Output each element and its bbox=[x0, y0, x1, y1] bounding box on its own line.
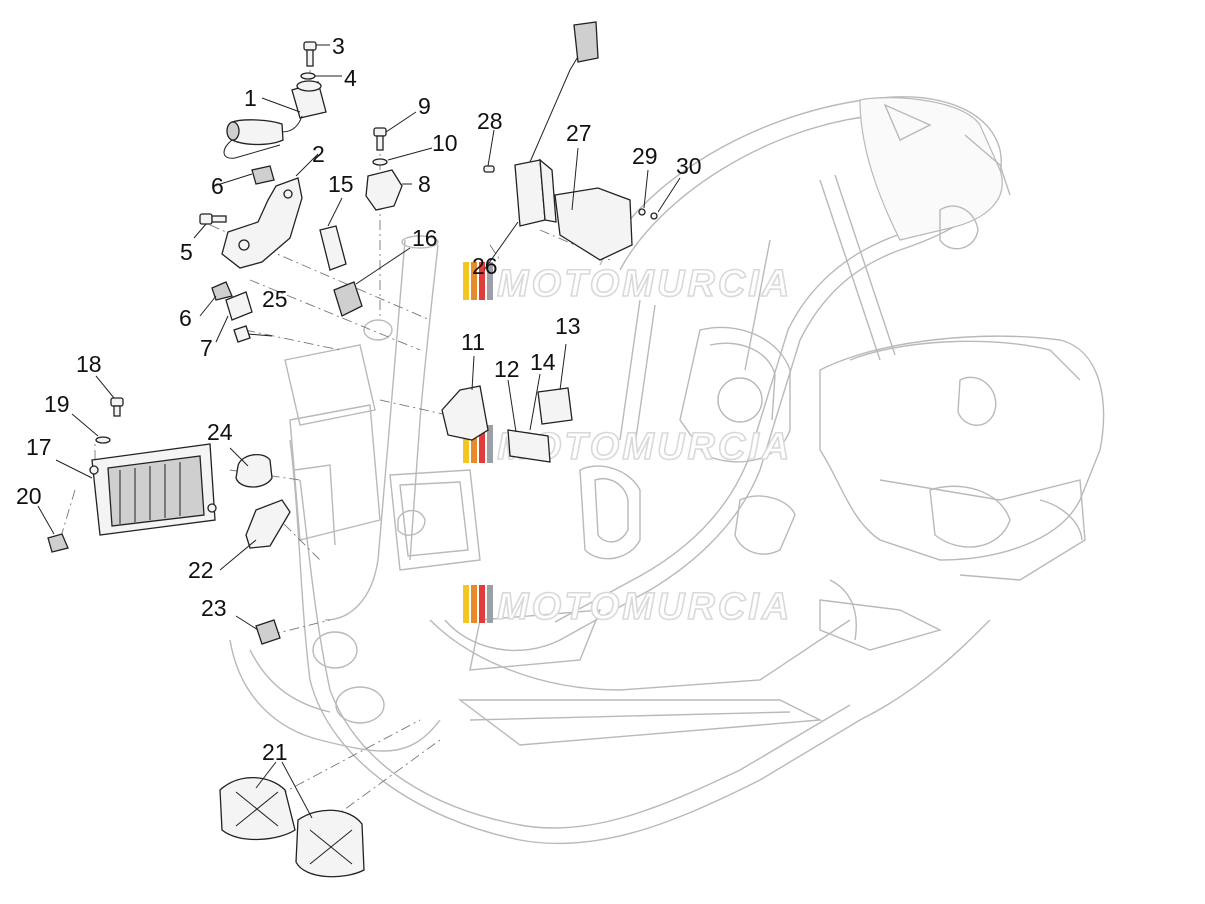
part-20-plug bbox=[47, 533, 69, 553]
callout-labels: 1 2 3 4 5 6 6 7 8 9 10 11 12 13 14 15 16… bbox=[16, 33, 702, 765]
callout-14: 14 bbox=[530, 349, 556, 375]
callout-30: 30 bbox=[676, 153, 702, 179]
part-11-bracket bbox=[441, 385, 489, 441]
part-10-washer bbox=[372, 158, 388, 166]
callout-2: 2 bbox=[312, 141, 325, 167]
callout-7: 7 bbox=[200, 335, 213, 361]
part-5-screw bbox=[199, 213, 227, 225]
part-17-control-unit bbox=[89, 443, 217, 536]
part-30-washer bbox=[650, 212, 658, 220]
callout-22: 22 bbox=[188, 557, 214, 583]
scooter-frame bbox=[229, 96, 1105, 845]
callout-1: 1 bbox=[244, 85, 257, 111]
callout-17: 17 bbox=[26, 434, 52, 460]
part-21-mat-right bbox=[295, 809, 365, 878]
callout-6-lower: 6 bbox=[179, 305, 192, 331]
part-7-clamp bbox=[225, 291, 253, 321]
callout-9: 9 bbox=[418, 93, 431, 119]
part-3-screw bbox=[303, 41, 317, 67]
part-22-plate bbox=[245, 499, 291, 549]
part-13-relay bbox=[537, 387, 573, 425]
callout-29: 29 bbox=[632, 143, 658, 169]
part-21-mat-left bbox=[219, 777, 296, 841]
callout-24: 24 bbox=[207, 419, 233, 445]
part-15-fuse-clip bbox=[319, 225, 347, 271]
part-27-plate bbox=[554, 187, 633, 261]
callout-4: 4 bbox=[344, 65, 357, 91]
part-26-relay bbox=[514, 21, 599, 227]
callout-15: 15 bbox=[328, 171, 354, 197]
part-29-nut bbox=[638, 208, 646, 216]
callout-19: 19 bbox=[44, 391, 70, 417]
callout-18: 18 bbox=[76, 351, 102, 377]
callout-11: 11 bbox=[461, 329, 485, 355]
watermark-bottom: MOTOMURCIA bbox=[463, 585, 792, 629]
leader-lines bbox=[37, 44, 681, 819]
part-6-clip-lower bbox=[211, 281, 233, 301]
part-4-washer bbox=[300, 72, 316, 80]
callout-3: 3 bbox=[332, 33, 345, 59]
part-9-screw bbox=[373, 127, 387, 151]
part-12-relay-base bbox=[507, 429, 551, 463]
callout-6-upper: 6 bbox=[211, 173, 224, 199]
callout-21: 21 bbox=[262, 739, 288, 765]
part-28-screw bbox=[483, 165, 495, 173]
callout-13: 13 bbox=[555, 313, 581, 339]
part-2-bracket bbox=[221, 177, 303, 269]
callout-23: 23 bbox=[201, 595, 227, 621]
callout-10: 10 bbox=[432, 130, 458, 156]
part-16-cap bbox=[333, 281, 363, 317]
callout-27: 27 bbox=[566, 120, 592, 146]
watermark-text-top: MOTOMURCIA bbox=[497, 263, 792, 305]
part-18-screw bbox=[110, 397, 124, 417]
part-19-washer bbox=[95, 436, 111, 444]
part-6-clip-upper bbox=[251, 165, 275, 185]
callout-16: 16 bbox=[412, 225, 438, 251]
callout-12: 12 bbox=[494, 356, 520, 382]
part-25-nut bbox=[233, 325, 251, 343]
watermark-text-bottom: MOTOMURCIA bbox=[497, 586, 792, 628]
part-23-clip bbox=[255, 619, 281, 645]
callout-26: 26 bbox=[472, 253, 498, 279]
callout-25: 25 bbox=[262, 286, 288, 312]
callout-28: 28 bbox=[477, 108, 503, 134]
callout-20: 20 bbox=[16, 483, 42, 509]
part-8-holder bbox=[365, 169, 403, 211]
callout-5: 5 bbox=[180, 239, 193, 265]
watermark-top: MOTOMURCIA bbox=[463, 262, 792, 306]
callout-8: 8 bbox=[418, 171, 431, 197]
part-1-sensor bbox=[223, 80, 327, 159]
